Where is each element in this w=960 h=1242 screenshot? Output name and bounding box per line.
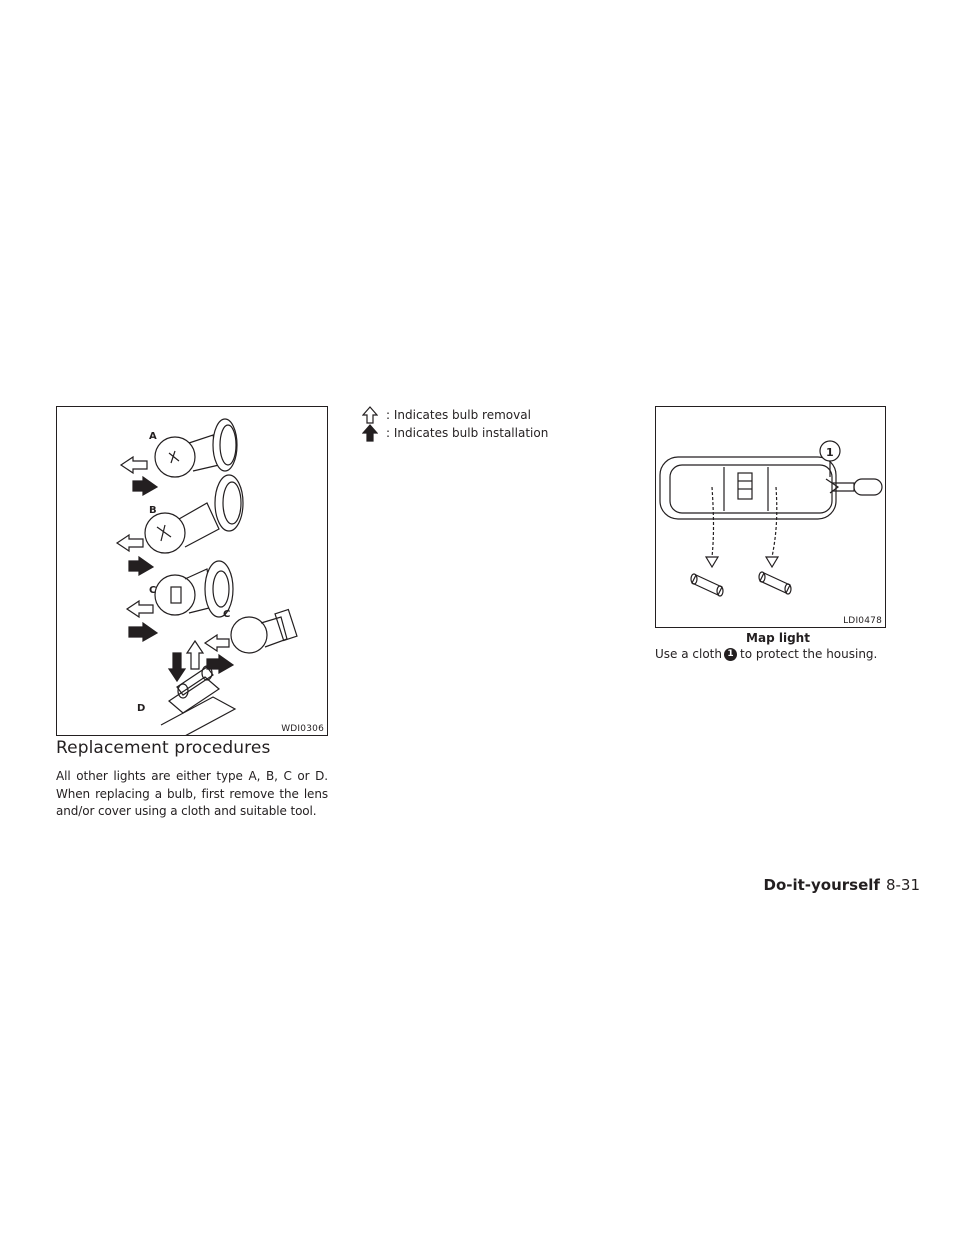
bulb-label-a: A [149, 431, 157, 442]
body-paragraph: All other lights are either type A, B, C… [56, 769, 328, 819]
bulb-label-b: B [149, 505, 157, 516]
outline-arrow-icon [362, 406, 378, 424]
map-note-before: Use a cloth [655, 647, 722, 661]
map-light-illustration: 1 [659, 440, 883, 597]
footer-section-name: Do-it-yourself [763, 876, 880, 894]
figure-code: LDI0478 [843, 616, 882, 626]
bulb-label-d: D [137, 703, 145, 714]
bulb-types-figure: A B C C D WDI0306 [56, 406, 328, 736]
page-footer: Do-it-yourself 8-31 [764, 876, 921, 894]
section-heading: Replacement procedures [56, 738, 271, 758]
legend-install-text: : Indicates bulb installation [386, 426, 549, 440]
bulb-label-c-socket: C [149, 585, 156, 596]
map-light-caption: Map light [746, 631, 810, 645]
legend-install: : Indicates bulb installation [362, 423, 548, 443]
map-note-after: to protect the housing. [739, 647, 878, 661]
legend-removal: : Indicates bulb removal [362, 405, 531, 425]
solid-arrow-icon [362, 424, 378, 442]
footer-page-number: 8-31 [885, 876, 920, 894]
map-light-note: Use a cloth 1 to protect the housing. [655, 647, 877, 661]
callout-1-marker: 1 [723, 647, 737, 661]
figure-code: WDI0306 [281, 724, 324, 734]
bulb-types-illustration: A B C C D [115, 418, 298, 735]
map-light-figure: 1 LDI0478 [655, 406, 886, 628]
bulb-label-c-wedge: C [223, 609, 230, 620]
legend-removal-text: : Indicates bulb removal [386, 408, 531, 422]
map-callout-1: 1 [826, 446, 834, 459]
